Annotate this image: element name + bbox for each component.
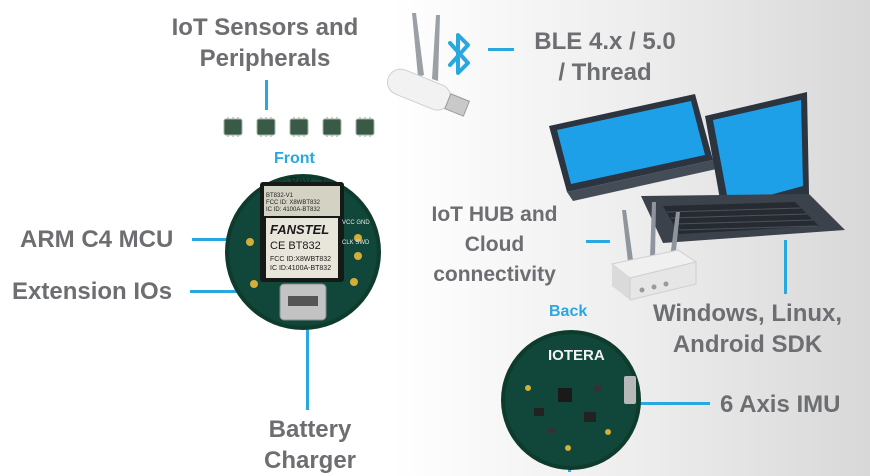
router-icon bbox=[610, 202, 698, 301]
battery-label-line1: Battery bbox=[268, 416, 352, 443]
sensors-label-line1: IoT Sensors and bbox=[171, 14, 359, 41]
battery-connector-line bbox=[306, 318, 309, 410]
front-label: Front bbox=[274, 150, 315, 167]
extension-ios-label: Extension IOs bbox=[12, 278, 173, 305]
front-board-pin-clk: CLK SWD bbox=[342, 240, 370, 246]
front-board-ic: IC ID:4100A-BT832 bbox=[270, 265, 332, 272]
arm-mcu-label: ARM C4 MCU bbox=[20, 226, 174, 253]
sdk-connector-line bbox=[784, 240, 787, 294]
ble-connector-line bbox=[488, 48, 514, 51]
front-board-fcc: FCC ID:X8WBT832 bbox=[270, 256, 332, 263]
hub-label-line1: IoT HUB and bbox=[431, 203, 558, 226]
ble-label-line2: / Thread bbox=[558, 59, 652, 86]
sensors-connector-line bbox=[265, 80, 268, 110]
front-board-module-id: BT832-V1 bbox=[266, 193, 294, 199]
front-board-icon bbox=[225, 174, 381, 330]
sensor-chips-icon bbox=[223, 117, 375, 137]
imu-label: 6 Axis IMU bbox=[720, 391, 841, 418]
ble-label: BLE 4.x / 5.0 / Thread bbox=[520, 26, 690, 88]
hub-connector-line bbox=[586, 240, 610, 243]
imu-connector-line bbox=[636, 402, 710, 405]
ble-label-line1: BLE 4.x / 5.0 bbox=[534, 28, 676, 55]
back-board-brand: IOTERA bbox=[548, 347, 605, 364]
front-board-pin-vcc: VCC GND bbox=[342, 220, 370, 226]
sdk-label-line1: Windows, Linux, bbox=[652, 300, 843, 327]
front-board-module-ic: IC ID: 4100A-BT832 bbox=[266, 207, 321, 213]
front-board-module-fcc: FCC ID: X8WBT832 bbox=[266, 200, 321, 206]
sdk-label: Windows, Linux, Android SDK bbox=[640, 298, 855, 360]
back-label: Back bbox=[549, 303, 588, 320]
extension-ios-connector-line bbox=[190, 290, 252, 293]
battery-label-line2: Charger bbox=[263, 447, 357, 474]
hub-label-line3: connectivity bbox=[433, 263, 556, 286]
laptops-icon bbox=[549, 92, 845, 243]
iot-hub-label: IoT HUB and Cloud connectivity bbox=[412, 200, 577, 290]
ble-dongle-icon bbox=[387, 13, 471, 117]
sensors-label-line2: Peripherals bbox=[199, 45, 331, 72]
hub-label-line2: Cloud bbox=[464, 233, 525, 256]
sdk-label-line2: Android SDK bbox=[672, 331, 823, 358]
sensors-label: IoT Sensors and Peripherals bbox=[140, 12, 390, 74]
back-board-icon bbox=[501, 330, 641, 470]
front-board-brand: FANSTEL bbox=[270, 222, 330, 237]
front-board-model: CE BT832 bbox=[270, 240, 321, 252]
front-board-rev-label: Rev 1 bbox=[290, 175, 327, 189]
battery-charger-label: Battery Charger bbox=[240, 414, 380, 476]
bluetooth-icon bbox=[448, 33, 470, 75]
